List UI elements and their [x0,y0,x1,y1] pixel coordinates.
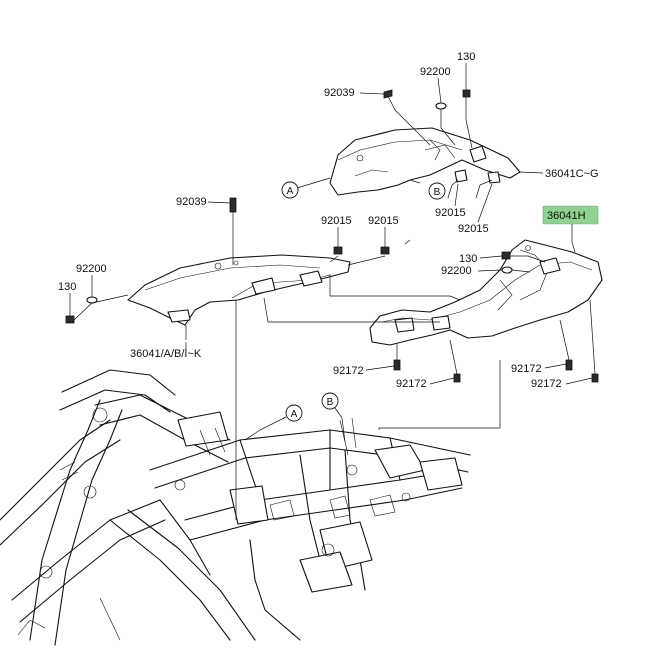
label-92015-l1: 92015 [321,215,352,227]
label-36041cg: 36041C~G [545,168,599,180]
right-hardware [393,251,599,383]
tail-piece-right [369,239,603,346]
label-130-top: 130 [457,51,475,63]
label-36041h[interactable]: 36041H [547,210,586,222]
callout-b-frame-label: B [327,397,334,408]
callout-a-frame: A [285,404,303,422]
label-92200-right: 92200 [441,265,472,277]
callout-a-frame-label: A [291,409,298,420]
main-frame [0,369,471,646]
highlight-36041h [542,205,599,225]
callout-b-top-label: B [434,187,441,198]
label-92200-top: 92200 [420,66,451,78]
top-hardware [383,89,473,149]
leader-a-frame [244,416,287,441]
label-92015-b1: 92015 [435,207,466,219]
rear-cover-left [127,254,351,326]
callout-b-frame: B [321,392,339,410]
label-130-left: 130 [58,281,76,293]
label-92200-left: 92200 [76,263,107,275]
label-92172-2: 92172 [396,378,427,390]
label-130-right: 130 [459,253,477,265]
label-92172-1: 92172 [333,365,364,377]
label-92039-left: 92039 [176,196,207,208]
assembly-lines [185,177,501,520]
left-hardware [65,197,390,324]
label-92015-b2: 92015 [458,223,489,235]
callout-a-top-label: A [287,186,294,197]
label-92039-top: 92039 [324,87,355,99]
callout-a-top: A [281,181,299,199]
label-92172-3: 92172 [511,363,542,375]
leader-b-frame [332,404,346,443]
label-36041abik: 36041/A/B/I~K [130,348,202,360]
rear-cover-top [329,127,521,196]
label-92172-4: 92172 [531,378,562,390]
label-92015-l2: 92015 [368,215,399,227]
callout-b-top: B [428,182,446,200]
